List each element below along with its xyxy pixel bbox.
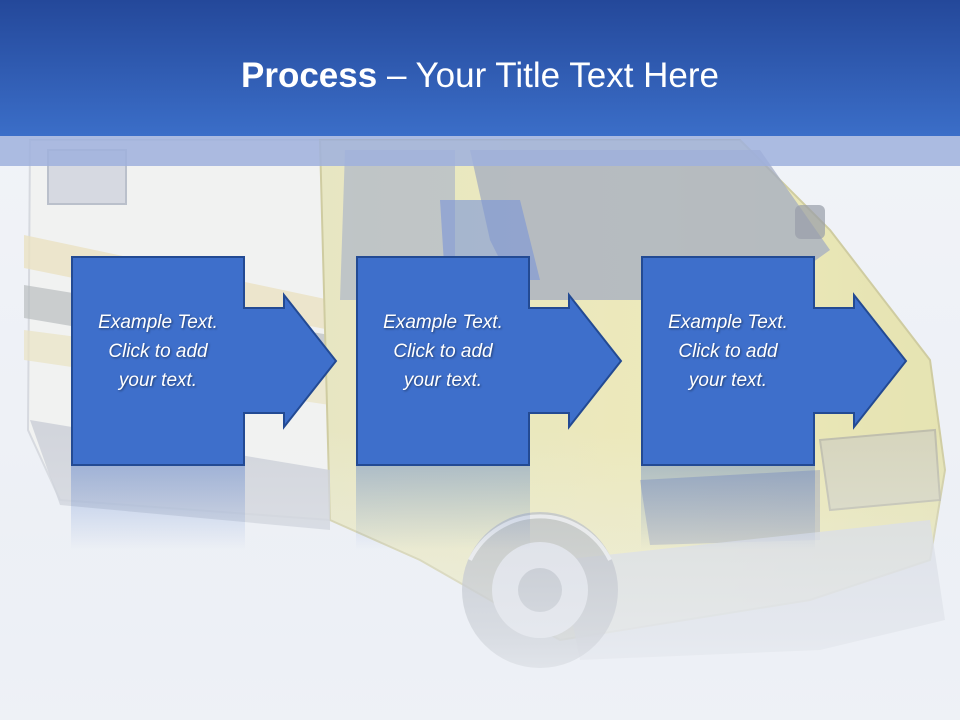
step-reflection <box>71 466 245 550</box>
step-line-3: your text. <box>118 370 198 391</box>
step-line-1: Example Text. <box>668 312 788 333</box>
step-line-2: Click to add <box>108 341 208 362</box>
title-strip <box>0 136 960 166</box>
step-line-3: your text. <box>688 370 768 391</box>
arrow-callout-shape <box>356 256 623 466</box>
arrow-callout-shape <box>641 256 908 466</box>
step-text[interactable]: Example Text. Click to add your text. <box>358 308 528 395</box>
title-rest: – Your Title Text Here <box>377 56 719 95</box>
step-text[interactable]: Example Text. Click to add your text. <box>73 308 243 395</box>
step-line-3: your text. <box>403 370 483 391</box>
step-reflection <box>356 466 530 550</box>
step-line-2: Click to add <box>678 341 778 362</box>
step-line-1: Example Text. <box>98 312 218 333</box>
step-line-2: Click to add <box>393 341 493 362</box>
title-bar <box>0 0 960 136</box>
step-line-1: Example Text. <box>383 312 503 333</box>
arrow-callout-shape <box>71 256 338 466</box>
step-reflection <box>641 466 815 550</box>
slide-title[interactable]: Process – Your Title Text Here <box>0 54 960 98</box>
title-bold: Process <box>241 56 378 95</box>
step-text[interactable]: Example Text. Click to add your text. <box>643 308 813 395</box>
